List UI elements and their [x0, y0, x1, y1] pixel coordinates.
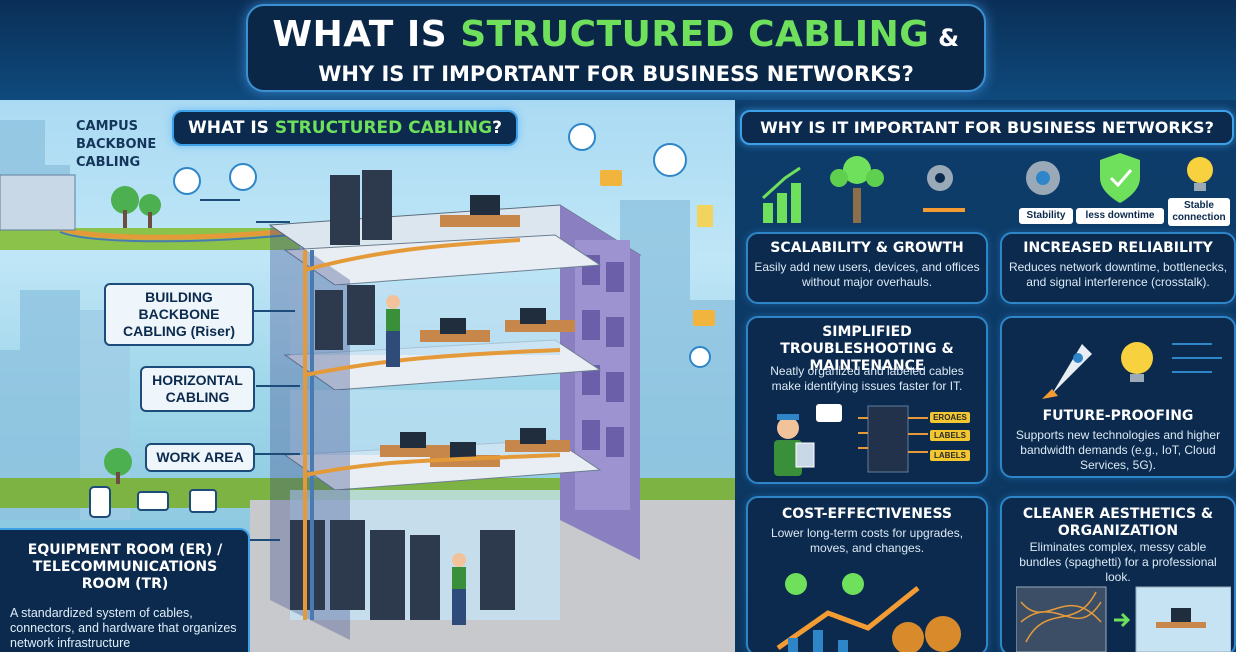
reliability-desc: Reduces network downtime, bottlenecks, a… [1008, 260, 1228, 289]
pointer-arrows [200, 199, 300, 541]
title-part1: WHAT IS [272, 14, 461, 55]
future-desc: Supports new technologies and higher ban… [1015, 428, 1221, 472]
title-highlight: STRUCTURED CABLING [460, 14, 930, 55]
future-illustration [1042, 342, 1222, 399]
reliability-title: INCREASED RELIABILITY [1023, 240, 1213, 256]
dollar-coin-icon [842, 573, 864, 595]
card-troubleshooting: SIMPLIFIED TROUBLESHOOTING & MAINTENANCE… [746, 316, 988, 484]
scalability-desc: Easily add new users, devices, and offic… [754, 260, 980, 289]
future-title: FUTURE-PROOFING [1042, 408, 1194, 424]
shield-check-icon [1100, 153, 1140, 203]
equipment-room-title: EQUIPMENT ROOM (ER) / TELECOMMUNICATIONS… [27, 542, 223, 592]
bar-growth-icon [763, 183, 801, 223]
left-section-suffix: ? [492, 118, 502, 138]
tree-network-icon [830, 156, 884, 223]
title-ampersand: & [929, 24, 960, 52]
circuit-icon [1172, 343, 1222, 373]
campus-backbone-label: CAMPUS BACKBONE CABLING [76, 119, 157, 170]
before-after-illustration [1016, 586, 1231, 652]
messy-cables-panel [1016, 586, 1107, 652]
check-coin-icon [785, 573, 807, 595]
growth-arrow-icon [776, 586, 920, 651]
troubleshooting-desc: Neatly organized and labeled cables make… [770, 364, 964, 393]
troubleshooting-title: SIMPLIFIED TROUBLESHOOTING & MAINTENANCE [780, 324, 954, 374]
document-icon [697, 205, 713, 227]
network-icons [173, 123, 711, 368]
patch-panel [867, 405, 909, 473]
horizontal-cabling-callout: HORIZONTAL CABLING [140, 366, 255, 412]
scalability-title: SCALABILITY & GROWTH [770, 240, 964, 256]
growth-illustration [761, 156, 965, 223]
equipment-room-description: A standardized system of cables, connect… [10, 606, 237, 650]
equipment-room-box: EQUIPMENT ROOM (ER) / TELECOMMUNICATIONS… [0, 528, 250, 652]
arrow-right-icon [1114, 612, 1131, 628]
card-aesthetics: CLEANER AESTHETICS & ORGANIZATION Elimin… [1000, 496, 1236, 652]
money-bag-icons [892, 616, 961, 652]
folder-icons [600, 170, 715, 326]
left-section-prefix: WHAT IS [188, 118, 275, 138]
aesthetics-desc: Eliminates complex, messy cable bundles … [1019, 540, 1217, 584]
card-reliability: INCREASED RELIABILITY Reduces network do… [1000, 232, 1236, 304]
lightbulb-icon [1187, 157, 1213, 191]
card-future-proofing: FUTURE-PROOFING Supports new technologie… [1000, 316, 1236, 478]
rocket-icon [1042, 344, 1092, 399]
left-section-highlight: STRUCTURED CABLING [274, 118, 493, 138]
building-backbone-callout: BUILDING BACKBONE CABLING (Riser) [104, 283, 254, 346]
technician-icons [386, 295, 466, 625]
card-scalability: SCALABILITY & GROWTH Easily add new user… [746, 232, 988, 304]
left-section-label: WHAT IS STRUCTURED CABLING? [172, 110, 518, 146]
tablet-icon [795, 442, 815, 468]
stability-gear-icon [1026, 161, 1060, 195]
building-illustration [0, 120, 735, 652]
riser-cables [303, 238, 561, 620]
server-racks [290, 170, 515, 620]
cable-tag-3: LABELS [930, 450, 970, 461]
page-title: WHAT IS STRUCTURED CABLING & [248, 14, 984, 55]
cable-tag-1: EROAES [930, 412, 970, 423]
page-subtitle: WHY IS IT IMPORTANT FOR BUSINESS NETWORK… [318, 62, 914, 86]
reliability-illustration [1026, 153, 1213, 203]
right-section-label: WHY IS IT IMPORTANT FOR BUSINESS NETWORK… [740, 110, 1234, 145]
aesthetics-title: CLEANER AESTHETICS & ORGANIZATION [1022, 506, 1214, 539]
title-plate: WHAT IS STRUCTURED CABLING & WHY IS IT I… [246, 4, 986, 92]
less-downtime-label: less downtime [1076, 208, 1164, 224]
idea-lightbulb-icon [1121, 342, 1153, 382]
campus-building [0, 174, 76, 231]
card-cost-effectiveness: COST-EFFECTIVENESS Lower long-term costs… [746, 496, 988, 652]
cost-illustration [776, 573, 961, 652]
gear-icon [927, 165, 953, 191]
monitors [400, 195, 546, 458]
campus-backbone-cable [59, 225, 301, 240]
work-area-callout: WORK AREA [145, 443, 255, 472]
cost-desc: Lower long-term costs for upgrades, move… [770, 526, 964, 555]
connector-icons [89, 486, 217, 518]
cost-title: COST-EFFECTIVENESS [781, 506, 953, 522]
speech-bubble-icon [816, 404, 842, 422]
stability-label: Stability [1019, 208, 1073, 224]
technician-tablet-illustration [774, 404, 928, 476]
cable-tag-2: LABELS [930, 430, 970, 441]
stable-connection-label: Stable connection [1168, 198, 1230, 226]
